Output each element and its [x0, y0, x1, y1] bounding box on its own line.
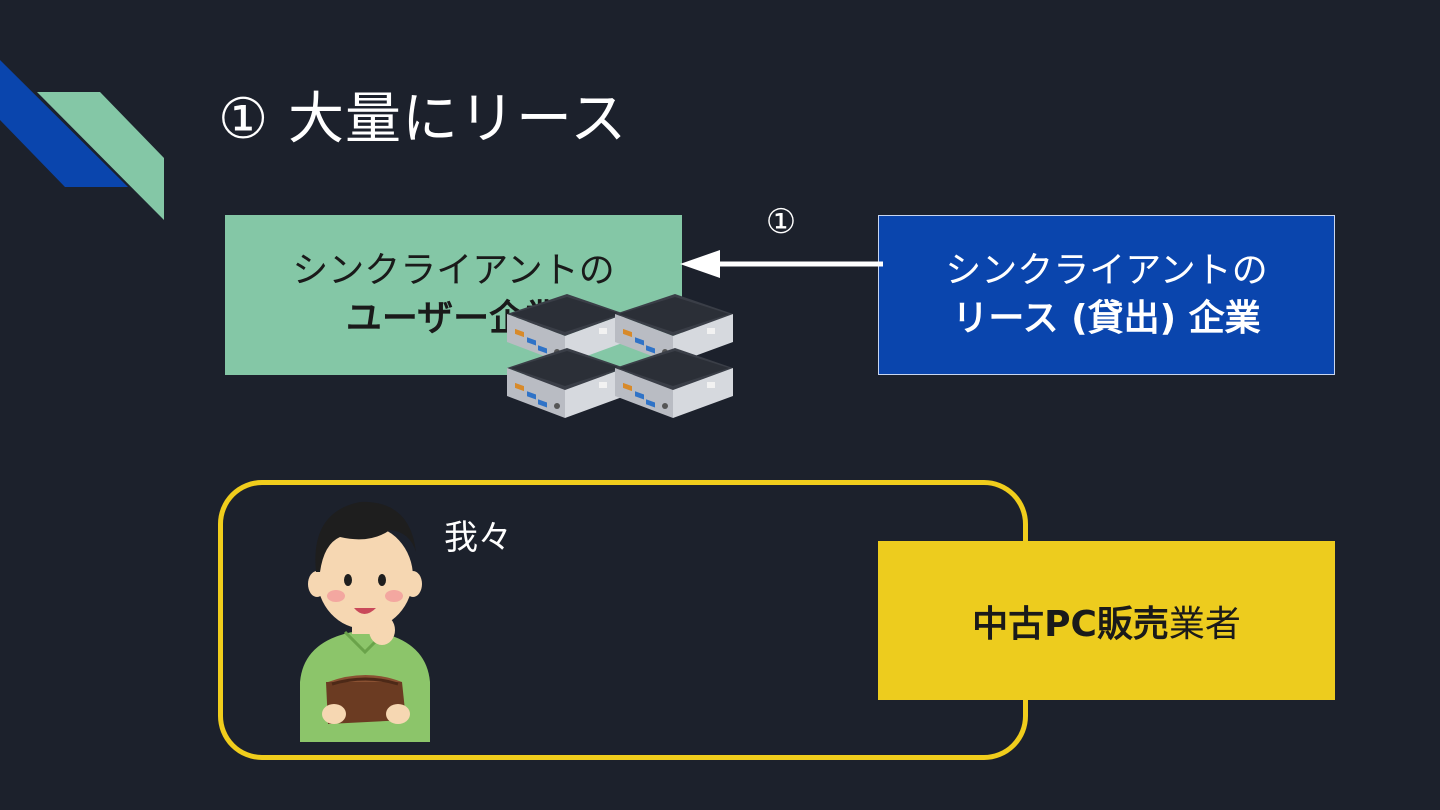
slide-title: ① 大量にリース [218, 87, 628, 152]
used-pc-dealer-normal: 業者 [1168, 603, 1241, 645]
used-pc-dealer-box: 中古PC販売業者 [878, 541, 1335, 700]
arrow-head-icon [680, 250, 720, 278]
person-with-wallet-icon [300, 501, 430, 742]
used-pc-dealer-bold: 中古PC販売 [972, 603, 1169, 645]
we-label: 我々 [444, 518, 512, 558]
user-company-box: シンクライアントの ユーザー企業 [225, 215, 682, 375]
lease-company-box: シンクライアントの リース (貸出) 企業 [878, 215, 1335, 375]
blue-stripe [0, 60, 128, 187]
arrow-label: ① [765, 202, 797, 242]
lease-company-line2: リース (貸出) 企業 [952, 298, 1261, 339]
lease-company-line1: シンクライアントの [945, 250, 1268, 291]
green-stripe [37, 92, 164, 220]
mini-pc-cluster-icon [507, 294, 733, 418]
corner-decoration [0, 60, 164, 220]
user-company-line1: シンクライアントの [292, 250, 615, 291]
lease-arrow [680, 250, 883, 278]
